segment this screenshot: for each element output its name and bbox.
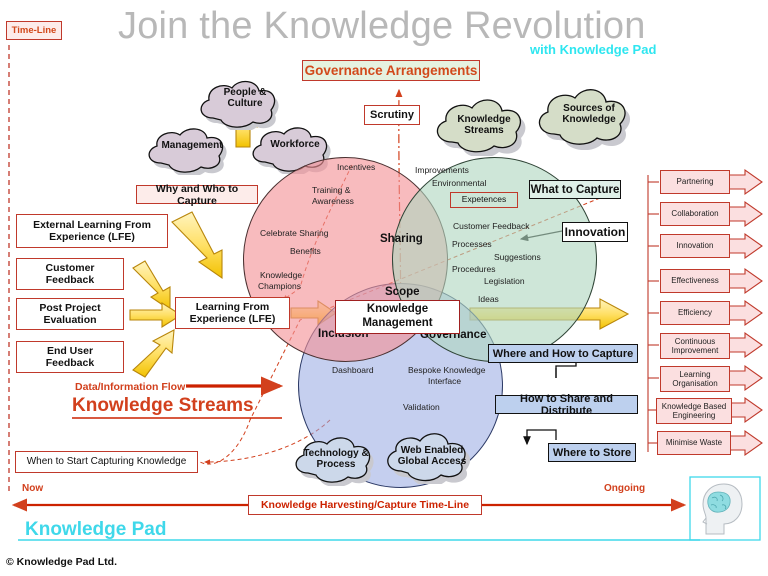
venn-text-knowledge: Knowledge	[260, 270, 303, 280]
venn-text-validation: Validation	[403, 402, 440, 412]
cloud-label-management: Management	[161, 140, 223, 151]
input-box-post-project-evaluation[interactable]: Post Project Evaluation	[16, 298, 124, 330]
where-to-store-box[interactable]: Where to Store	[548, 443, 636, 462]
cloud-label-technology-process: Technology & Process	[303, 448, 369, 470]
venn-text-customer-feedback: Customer Feedback	[453, 221, 530, 231]
scrutiny-box[interactable]: Scrutiny	[364, 105, 420, 125]
why-and-who-to-capture-box[interactable]: Why and Who to Capture	[136, 183, 258, 207]
cloud-management	[148, 128, 227, 175]
when-to-start-capturing-box[interactable]: When to Start Capturing Knowledge	[15, 451, 198, 473]
cloud-label-web-enabled-global-access: Web Enabled Global Access	[397, 445, 467, 467]
cloud-label-people-culture: People & Culture	[223, 87, 267, 109]
venn-text-dashboard: Dashboard	[332, 365, 374, 375]
outcome-box-continuous-improvement[interactable]: Continuous Improvement	[660, 333, 730, 359]
venn-overlap-scope: Scope	[385, 286, 420, 298]
venn-text-environmental: Environmental	[432, 178, 487, 188]
input-box-customer-feedback[interactable]: Customer Feedback	[16, 258, 124, 290]
venn-text-procedures: Procedures	[452, 264, 496, 274]
cloud-workforce	[252, 127, 331, 174]
venn-text-interface: Interface	[428, 376, 462, 386]
cloud-sources-of-knowledge	[538, 89, 630, 150]
cloud-label-workforce: Workforce	[270, 139, 320, 150]
venn-text-ideas: Ideas	[478, 294, 499, 304]
venn-text-champions: Champions	[258, 281, 301, 291]
venn-box-expetences: Expetences	[450, 192, 518, 208]
venn-text-benefits: Benefits	[290, 246, 321, 256]
lfe-hub-box[interactable]: Learning From Experience (LFE)	[175, 297, 290, 329]
cloud-people-culture	[200, 80, 279, 130]
now-label: Now	[22, 483, 44, 494]
outcome-box-partnering[interactable]: Partnering	[660, 170, 730, 194]
innovation-box[interactable]: Innovation	[562, 222, 628, 242]
knowledge-management-box[interactable]: Knowledge Management	[335, 300, 460, 334]
km-line2: Management	[362, 317, 433, 329]
outcome-box-minimise-waste[interactable]: Minimise Waste	[657, 431, 731, 455]
input-box-end-user-feedback[interactable]: End User Feedback	[16, 341, 124, 373]
cloud-technology-process	[295, 437, 374, 486]
cloud-web-enabled-global-access	[387, 433, 470, 484]
venn-text-bespoke-knowledge: Bespoke Knowledge	[408, 365, 486, 375]
outcome-box-learning-organisation[interactable]: Learning Organisation	[660, 366, 730, 392]
venn-text-incentives: Incentives	[337, 162, 376, 172]
venn-text-improvements: Improvements	[415, 165, 469, 175]
how-to-share-and-distribute-box[interactable]: How to Share and Distribute	[495, 393, 638, 417]
cloud-knowledge-streams	[436, 99, 526, 156]
data-information-flow-label: Data/Information Flow	[75, 381, 186, 393]
what-to-capture-box[interactable]: What to Capture	[529, 180, 621, 199]
outcome-box-efficiency[interactable]: Efficiency	[660, 301, 730, 325]
cloud-label-knowledge-streams: Knowledge Streams	[457, 114, 511, 136]
venn-text-legislation: Legislation	[484, 276, 525, 286]
input-box-external-lfe[interactable]: External Learning From Experience (LFE)	[16, 214, 168, 248]
venn-text-celebrate-sharing: Celebrate Sharing	[260, 228, 329, 238]
venn-text-processes: Processes	[452, 239, 492, 249]
outcome-box-collaboration[interactable]: Collaboration	[660, 202, 730, 226]
outcome-box-knowledge-based-engineering[interactable]: Knowledge Based Engineering	[656, 398, 732, 424]
km-line1: Knowledge	[366, 303, 429, 316]
knowledge-streams-heading: Knowledge Streams	[72, 395, 254, 416]
venn-text-awareness: Awareness	[312, 196, 354, 206]
venn-text-suggestions: Suggestions	[494, 252, 541, 262]
knowledge-pad-heading: Knowledge Pad	[25, 519, 167, 540]
page-title: Join the Knowledge Revolution	[118, 5, 646, 47]
harvest-timeline-box[interactable]: Knowledge Harvesting/Capture Time-Line	[248, 495, 482, 515]
page-subtitle: with Knowledge Pad	[530, 42, 657, 57]
where-and-how-to-capture-box[interactable]: Where and How to Capture	[488, 344, 638, 363]
venn-text-training: Training &	[312, 185, 351, 195]
venn-overlap-sharing: Sharing	[380, 233, 423, 245]
outcome-box-effectiveness[interactable]: Effectiveness	[660, 269, 730, 293]
copyright-notice: © Knowledge Pad Ltd.	[6, 556, 117, 568]
cloud-label-sources-of-knowledge: Sources of Knowledge	[562, 103, 616, 125]
timeline-tag: Time-Line	[6, 21, 62, 40]
governance-arrangements-box[interactable]: Governance Arrangements	[302, 60, 480, 81]
brain-head-icon	[702, 483, 743, 535]
ongoing-label: Ongoing	[604, 483, 646, 494]
outcome-box-innovation[interactable]: Innovation	[660, 234, 730, 258]
